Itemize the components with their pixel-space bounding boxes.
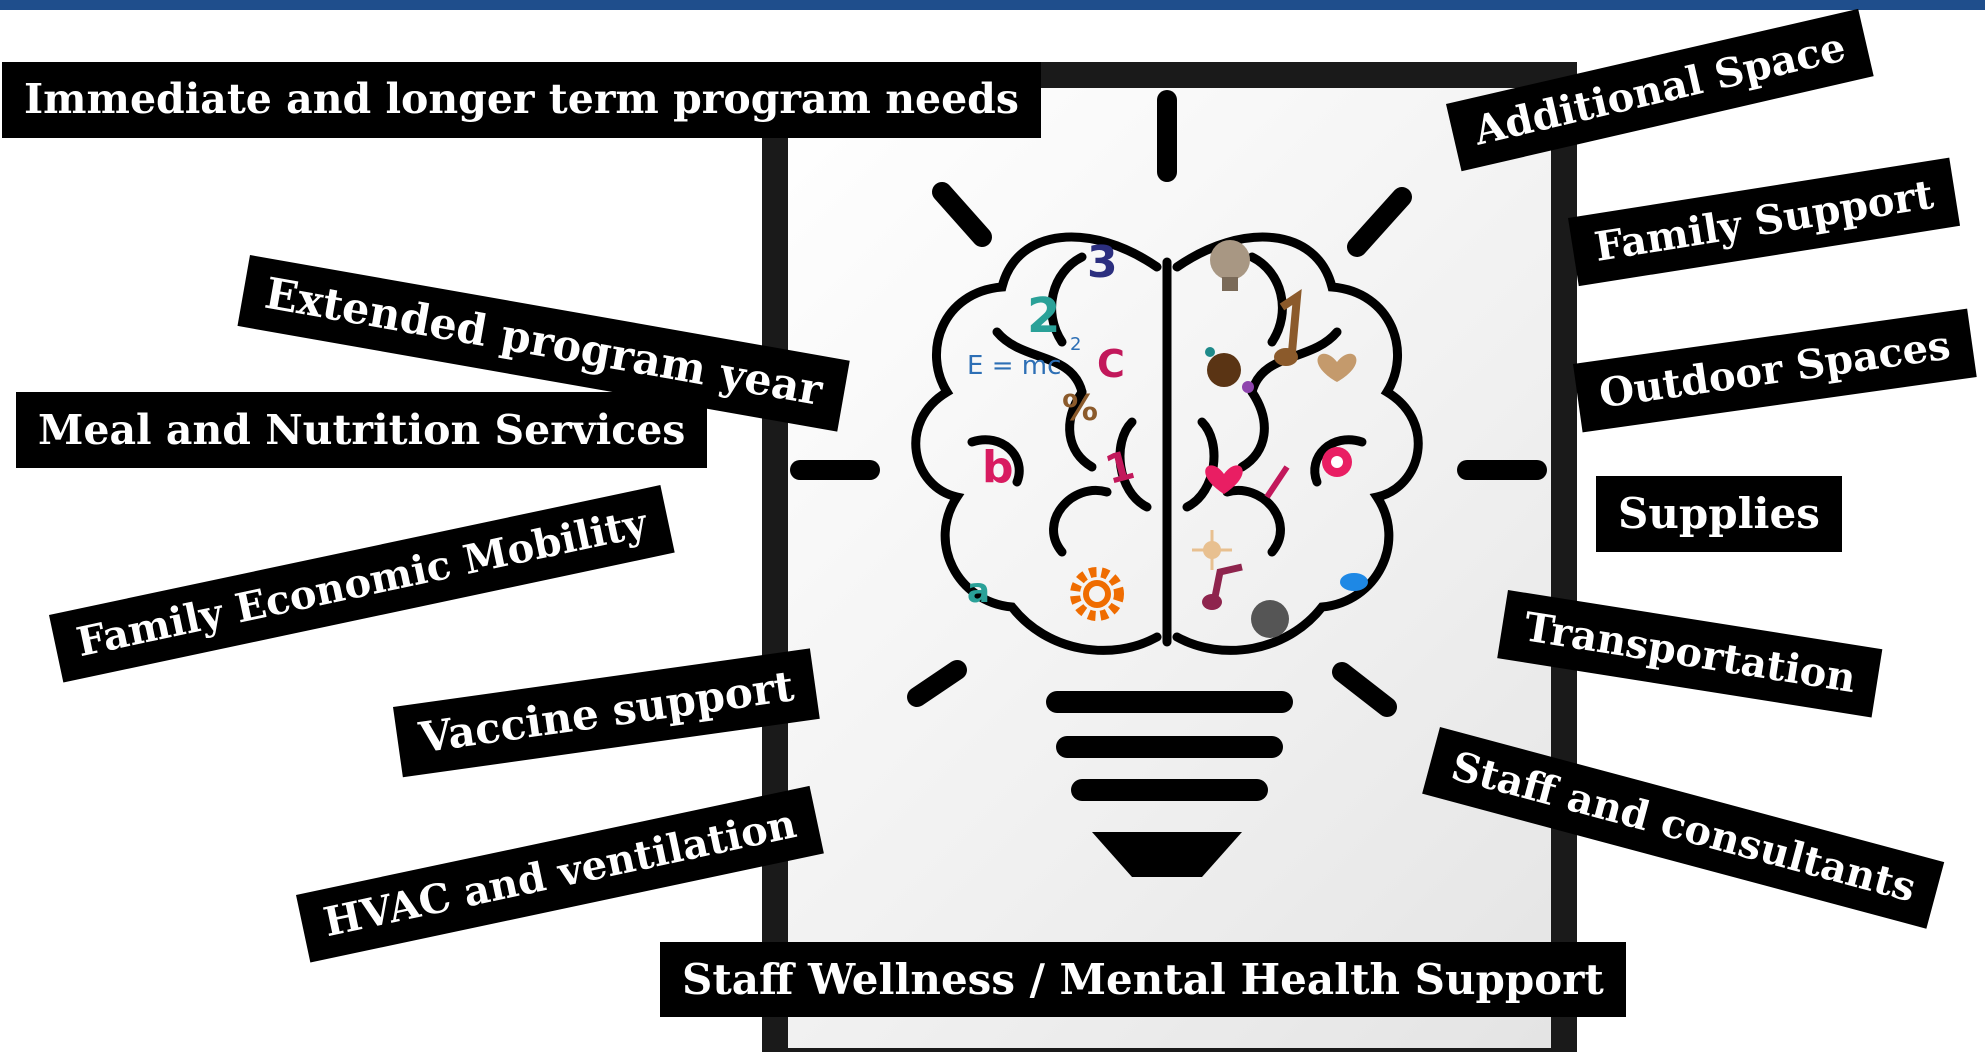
brain-right-hemisphere <box>1172 232 1423 655</box>
label-staff-wellness: Staff Wellness / Mental Health Support <box>660 942 1626 1017</box>
label-additional-space: Additional Space <box>1446 8 1874 172</box>
music-note-icon-2 <box>1202 563 1243 610</box>
bulb-tip <box>1092 832 1242 877</box>
flower-icon <box>1322 447 1352 477</box>
percent-sign: % <box>1062 388 1098 429</box>
lightbulb-brain-illustration: 3 2 E = mc 2 C % b 1 a <box>790 90 1547 877</box>
digit-three: 3 <box>1087 237 1118 288</box>
ray-bottom-left <box>907 660 967 707</box>
top-header-bar <box>0 0 1985 10</box>
letter-c: C <box>1097 342 1125 386</box>
ray-bottom-right <box>1332 662 1397 717</box>
label-family-economic-mobility: Family Economic Mobility <box>49 484 676 683</box>
splat-icon <box>1207 353 1241 387</box>
splat-icon-2 <box>1251 600 1289 638</box>
bulb-icon <box>1210 240 1250 291</box>
label-family-support: Family Support <box>1568 157 1961 287</box>
digit-two: 2 <box>1027 288 1060 344</box>
heart-icon <box>1317 353 1357 382</box>
leaf-icon <box>1340 573 1368 591</box>
label-meal-nutrition: Meal and Nutrition Services <box>16 392 708 468</box>
sun-icon <box>1192 530 1232 570</box>
ray-top-left <box>932 182 992 247</box>
heart-icon-2 <box>1205 465 1243 494</box>
digit-one: 1 <box>1101 442 1140 494</box>
letter-b: b <box>982 442 1014 493</box>
music-note-icon <box>1274 289 1302 366</box>
label-hvac-ventilation: HVAC and ventilation <box>296 785 825 963</box>
formula: E = mc <box>967 351 1061 381</box>
gear-icon <box>1070 567 1124 621</box>
label-immediate-needs: Immediate and longer term program needs <box>2 62 1041 138</box>
label-outdoor-spaces: Outdoor Spaces <box>1573 308 1977 433</box>
label-vaccine-support: Vaccine support <box>393 648 821 778</box>
letter-a: a <box>967 571 990 611</box>
brain-left-hemisphere <box>911 232 1162 655</box>
pencil-icon <box>1264 465 1290 499</box>
label-supplies: Supplies <box>1596 476 1842 552</box>
ray-top-right <box>1347 187 1412 257</box>
formula-exponent: 2 <box>1070 334 1081 355</box>
